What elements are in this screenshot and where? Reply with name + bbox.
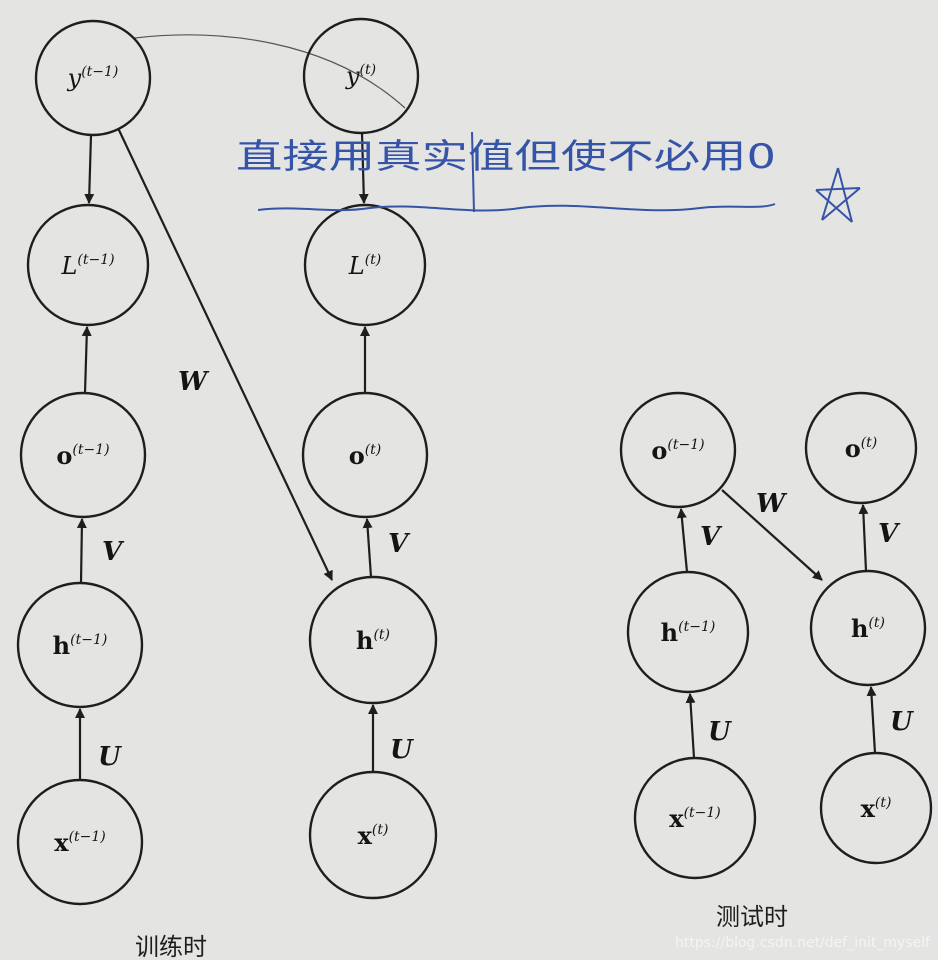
edge-label-W: W — [178, 367, 210, 397]
node-label: o(t−1) — [651, 436, 704, 465]
node-o-prev: o(t−1) — [19, 391, 147, 519]
node-y-prev: y(t−1) — [34, 19, 152, 137]
node-x-prev: x(t−1) — [16, 778, 144, 906]
watermark: https://blog.csdn.net/def_init_myself — [675, 935, 931, 951]
note-wavy-underline — [257, 203, 776, 212]
node-h-t: h(t) — [308, 575, 438, 705]
edge-test-x-to-h-prev — [685, 693, 696, 759]
edge-test-h-to-o-prev — [676, 508, 689, 573]
edge-o-to-L-prev — [81, 326, 92, 394]
node-label: x(t−1) — [54, 828, 106, 857]
note-divider-stroke — [471, 131, 475, 213]
edge-h-to-o-prev — [76, 518, 87, 584]
node-test-h-prev: h(t−1) — [626, 570, 750, 694]
node-x-t: x(t) — [308, 770, 438, 900]
node-label: o(t−1) — [56, 441, 109, 470]
edge-test-h-to-o-t — [858, 504, 869, 572]
node-label: h(t) — [356, 626, 390, 655]
edge-label-V: V — [102, 537, 125, 567]
node-label: L(t−1) — [60, 252, 114, 280]
caption-test: 测试时 — [716, 903, 788, 931]
node-test-o-prev: o(t−1) — [619, 391, 737, 509]
edge-label-U: U — [708, 717, 732, 747]
edge-y-to-L-prev — [84, 134, 95, 204]
node-label: x(t) — [861, 794, 892, 823]
edge-label-V: V — [388, 529, 411, 559]
edge-test-x-to-h-t — [866, 686, 877, 754]
edge-label-V: V — [878, 519, 901, 549]
node-h-prev: h(t−1) — [16, 581, 144, 709]
edge-y-to-L-t — [358, 132, 369, 204]
edge-h-to-o-t — [362, 518, 373, 578]
node-L-t: L(t) — [303, 203, 427, 327]
node-label: y(t) — [345, 62, 376, 90]
edge-label-U: U — [98, 742, 122, 772]
edge-test-o-prev-to-h-t — [721, 489, 823, 581]
node-test-o-t: o(t) — [804, 391, 918, 505]
node-test-x-prev: x(t−1) — [633, 756, 757, 880]
edge-y-prev-to-h-t — [117, 127, 333, 581]
caption-train: 训练时 — [135, 933, 207, 960]
node-label: o(t) — [845, 434, 878, 463]
node-label: h(t−1) — [53, 631, 108, 660]
edge-label-U: U — [890, 707, 914, 737]
node-label: y(t−1) — [67, 64, 119, 92]
node-label: x(t−1) — [669, 804, 721, 833]
node-label: L(t) — [348, 252, 382, 280]
node-test-x-t: x(t) — [819, 751, 933, 865]
node-test-h-t: h(t) — [809, 569, 927, 687]
edge-label-W: W — [756, 489, 788, 519]
node-label: h(t) — [851, 614, 885, 643]
node-label: o(t) — [349, 441, 382, 470]
handwritten-note: 直接用真实值但使不必用0 — [236, 137, 776, 177]
pencil-stroke — [134, 34, 406, 109]
node-L-prev: L(t−1) — [26, 203, 150, 327]
node-o-t: o(t) — [301, 391, 429, 519]
edge-label-U: U — [390, 735, 414, 765]
edge-label-V: V — [700, 522, 723, 552]
star-icon — [815, 167, 861, 223]
node-label: x(t) — [358, 821, 389, 850]
node-y-t: y(t) — [302, 17, 420, 135]
node-label: h(t−1) — [661, 618, 716, 647]
